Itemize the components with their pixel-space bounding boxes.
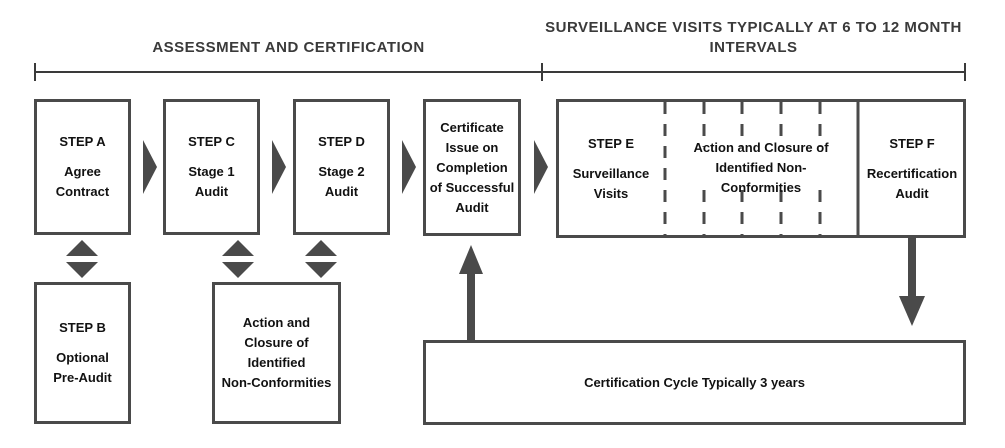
flow-arrow-certificate-to-e (534, 140, 548, 194)
step-e-title: STEP E (587, 135, 634, 151)
stage-actions-line2: Closure of (244, 335, 309, 350)
stage-actions-box: Action and Closure of Identified Non-Con… (212, 282, 341, 424)
step-a-line2: Contract (55, 184, 110, 199)
double-arrow-c-down (222, 262, 254, 278)
certificate-line4: of Successful (429, 179, 515, 195)
certificate-line1: Certificate (440, 119, 504, 135)
stage-actions-line4: Non-Conformities (221, 375, 332, 390)
step-f-to-cycle-arrow-head (899, 296, 925, 326)
double-arrow-d-up (305, 240, 337, 256)
certificate-box: Certificate Issue on Completion of Succe… (423, 99, 521, 236)
surveillance-header-line2: AT 6 TO 12 MONTH INTERVALS (709, 19, 962, 56)
assessment-header: ASSESSMENT AND CERTIFICATION (152, 39, 425, 56)
step-f-title: STEP F (889, 135, 935, 151)
surveillance-actions-line2: Identified Non-Conformities (715, 160, 807, 195)
certificate-line3: Completion (436, 159, 508, 175)
certificate-line5: Audit (455, 199, 489, 215)
step-c-title: STEP C (188, 134, 235, 149)
surveillance-header: SURVEILLANCE VISITS TYPICALLY AT 6 TO 12… (542, 18, 965, 58)
step-d-title: STEP D (318, 134, 365, 149)
step-a-box: STEP A Agree Contract (34, 99, 131, 235)
double-arrow-a-b-up (66, 240, 98, 256)
step-b-line1: Optional (56, 350, 109, 365)
step-b-title: STEP B (59, 320, 106, 335)
surveillance-actions-label: Action and Closure of Identified Non-Con… (690, 140, 832, 195)
double-arrow-d-down (305, 262, 337, 278)
step-d-box: STEP D Stage 2 Audit (293, 99, 390, 235)
step-c-box: STEP C Stage 1 Audit (163, 99, 260, 235)
step-a-title: STEP A (59, 134, 106, 149)
surveillance-actions-line1: Action and Closure of (693, 140, 829, 155)
step-c-line2: Audit (194, 184, 229, 199)
certificate-line2: Issue on (445, 139, 499, 155)
step-f-cell: STEP F Recertification Audit (860, 102, 964, 235)
step-b-box: STEP B Optional Pre-Audit (34, 282, 131, 424)
step-d-line1: Stage 2 (318, 164, 365, 179)
step-f-to-cycle-arrow-shaft (908, 237, 916, 300)
step-b-line2: Pre-Audit (53, 370, 112, 385)
cycle-to-certificate-arrow-head (459, 245, 483, 274)
step-e-line2: Visits (593, 185, 629, 201)
cycle-to-certificate-arrow-shaft (467, 268, 475, 342)
step-e-cell: STEP E Surveillance Visits (559, 102, 663, 235)
certification-cycle-box: Certification Cycle Typically 3 years (423, 340, 966, 425)
step-e-line1: Surveillance (572, 165, 650, 181)
surveillance-header-line1: SURVEILLANCE VISITS TYPICALLY (545, 19, 814, 36)
step-f-line2: Audit (895, 185, 929, 201)
flow-arrow-c-to-d (272, 140, 286, 194)
double-arrow-c-up (222, 240, 254, 256)
certification-cycle-label: Certification Cycle Typically 3 years (584, 374, 805, 390)
stage-actions-line3: Identified (247, 355, 306, 370)
step-a-line1: Agree (64, 164, 101, 179)
stage-actions-line1: Action and (242, 315, 311, 330)
double-arrow-a-b-down (66, 262, 98, 278)
flow-arrow-a-to-c (143, 140, 157, 194)
step-c-line1: Stage 1 (188, 164, 235, 179)
step-f-line1: Recertification (866, 165, 958, 181)
step-d-line2: Audit (324, 184, 359, 199)
flow-arrow-d-to-certificate (402, 140, 416, 194)
